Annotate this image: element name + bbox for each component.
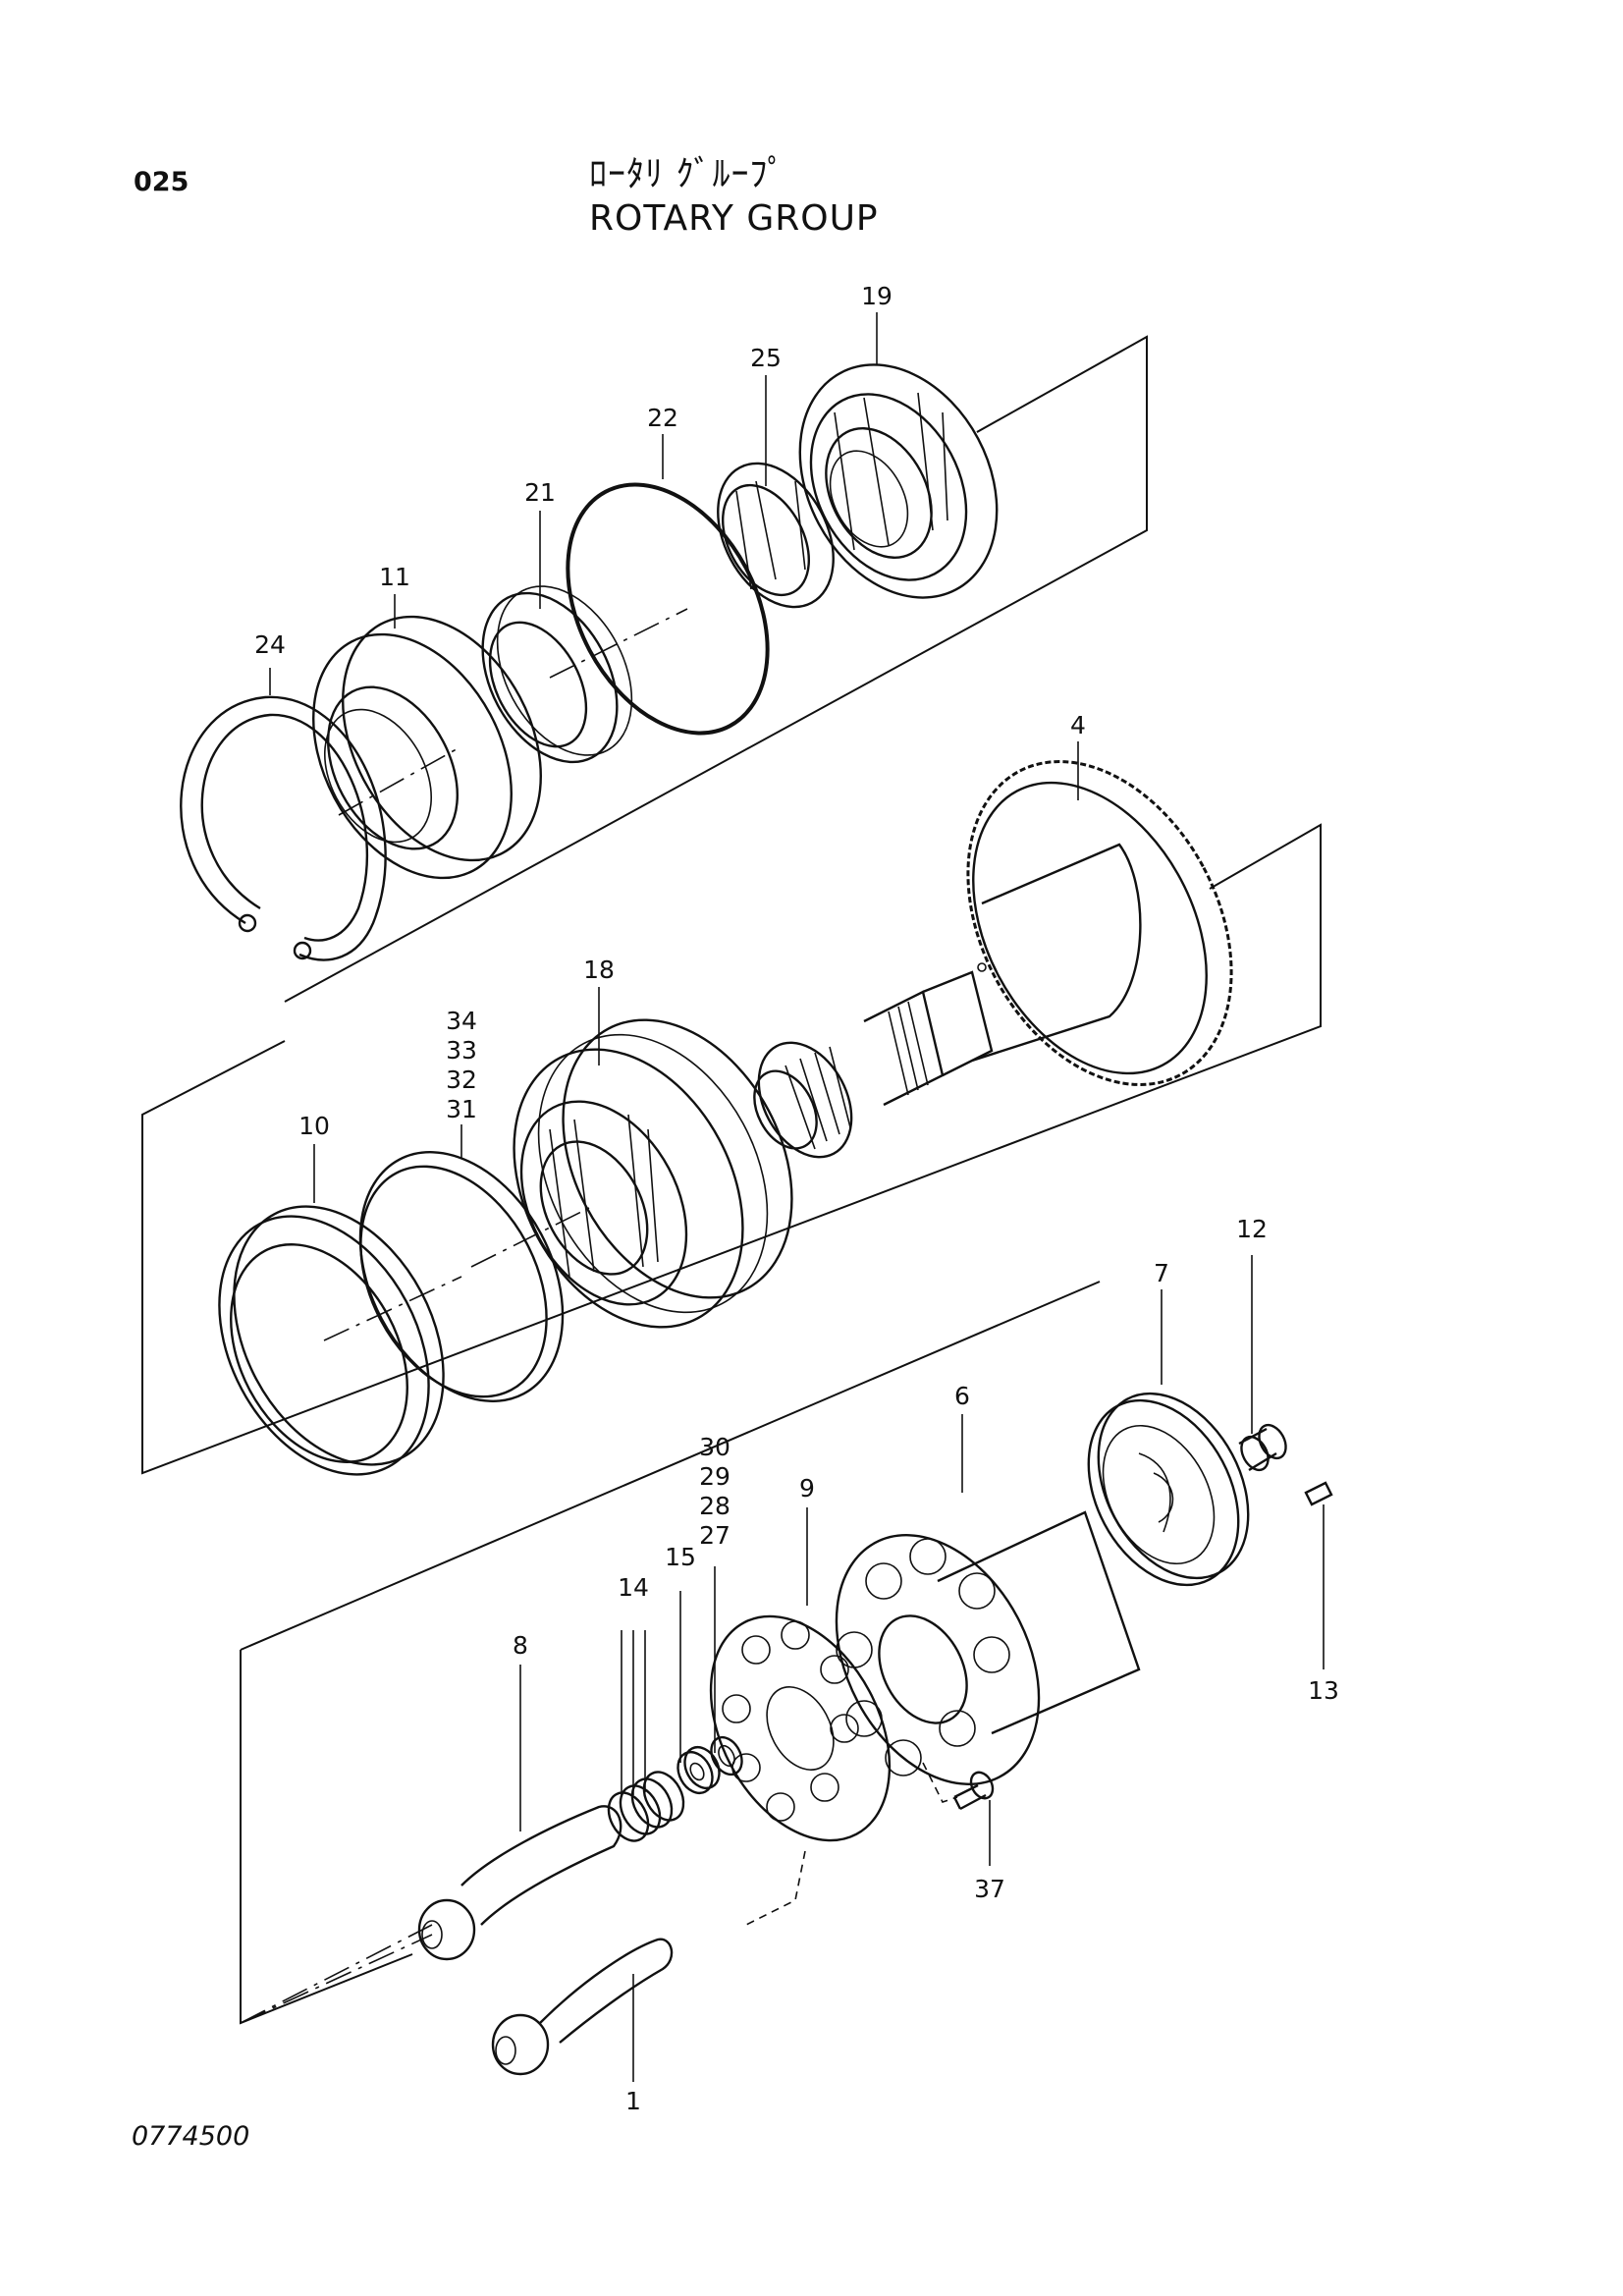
callout-29: 29 [699, 1462, 730, 1491]
callout-21: 21 [524, 478, 556, 507]
part-11-seal-housing [312, 615, 542, 880]
part-13-pin [1304, 1481, 1333, 1506]
part-21-seal [481, 585, 633, 764]
callout-14: 14 [618, 1573, 649, 1602]
middle-group-frame [141, 823, 1322, 1475]
upper-group-frame [284, 335, 1148, 1003]
callout-19: 19 [861, 282, 893, 310]
callout-30: 30 [699, 1433, 730, 1461]
callout-11: 11 [379, 563, 410, 591]
part-1-piston [491, 1938, 674, 2076]
callout-8: 8 [513, 1631, 528, 1660]
part-9-retainer-plate [709, 1614, 958, 1926]
part-19-bearing [798, 363, 999, 599]
title-japanese: ﾛｰﾀﾘ ｸﾞﾙｰﾌﾟ [589, 154, 786, 194]
part-15-washer [676, 1745, 721, 1795]
callout-13: 13 [1308, 1676, 1339, 1705]
leader-lines [269, 312, 1325, 2082]
callout-33: 33 [446, 1036, 477, 1065]
callout-15: 15 [665, 1543, 696, 1571]
callout-31: 31 [446, 1095, 477, 1123]
callout-numbers: 19 25 22 21 11 24 4 18 34 33 32 31 10 12… [254, 282, 1339, 2115]
part-22-o-ring [549, 482, 770, 736]
callout-34: 34 [446, 1007, 477, 1035]
part-10-ring [218, 1205, 445, 1476]
callout-22: 22 [647, 404, 678, 432]
callout-37: 37 [974, 1875, 1005, 1903]
page-number: 025 [134, 167, 189, 197]
part-12-pin [1238, 1423, 1287, 1472]
part-6-cylinder-block [835, 1510, 1141, 1785]
part-31-34-shim-ring [323, 1151, 565, 1402]
callout-32: 32 [446, 1066, 477, 1094]
callout-7: 7 [1154, 1259, 1169, 1287]
callout-18: 18 [583, 956, 615, 984]
part-8-piston [240, 1805, 622, 2024]
lower-group-frame [240, 1281, 1101, 2025]
title-english: ROTARY GROUP [589, 198, 879, 239]
drawing-code: 0774500 [132, 2121, 250, 2152]
callout-1: 1 [625, 2087, 641, 2115]
callout-12: 12 [1236, 1215, 1268, 1243]
callout-9: 9 [799, 1474, 815, 1503]
callout-24: 24 [254, 630, 286, 659]
callout-27: 27 [699, 1521, 730, 1550]
part-27-30-shim [710, 1735, 743, 1777]
part-4-gear-shaft [753, 760, 1233, 1159]
callout-10: 10 [298, 1112, 330, 1140]
part-18-bearing [470, 1018, 793, 1329]
callout-4: 4 [1070, 711, 1086, 739]
part-37-bolt [952, 1771, 995, 1811]
part-24-snap-ring [180, 695, 387, 961]
part-14-spring [607, 1771, 685, 1842]
callout-28: 28 [699, 1492, 730, 1520]
callout-6: 6 [954, 1382, 970, 1410]
part-7-valve-plate [1087, 1392, 1250, 1587]
callout-25: 25 [750, 344, 782, 372]
